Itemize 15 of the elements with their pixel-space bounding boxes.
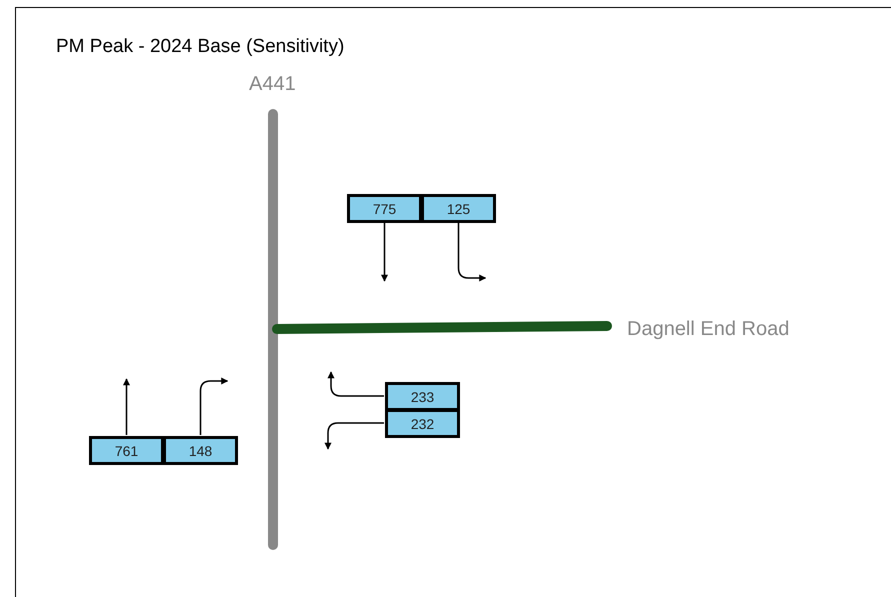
traffic-volume: 232: [385, 409, 460, 438]
turn-arrow: [200, 378, 228, 435]
turn-arrow: [324, 422, 384, 450]
turn-arrow: [123, 378, 130, 435]
traffic-volume: 775: [347, 194, 422, 223]
traffic-volume: 233: [385, 382, 460, 411]
road-name: Dagnell End Road: [627, 318, 790, 341]
title: PM Peak - 2024 Base (Sensitivity): [56, 36, 344, 58]
turn-arrow: [458, 223, 486, 282]
road-name: A441: [249, 73, 296, 96]
traffic-volume: 148: [163, 436, 238, 465]
turn-arrow: [328, 371, 384, 397]
turn-arrow: [381, 223, 388, 282]
traffic-volume: 761: [89, 436, 164, 465]
traffic-volume: 125: [421, 194, 496, 223]
